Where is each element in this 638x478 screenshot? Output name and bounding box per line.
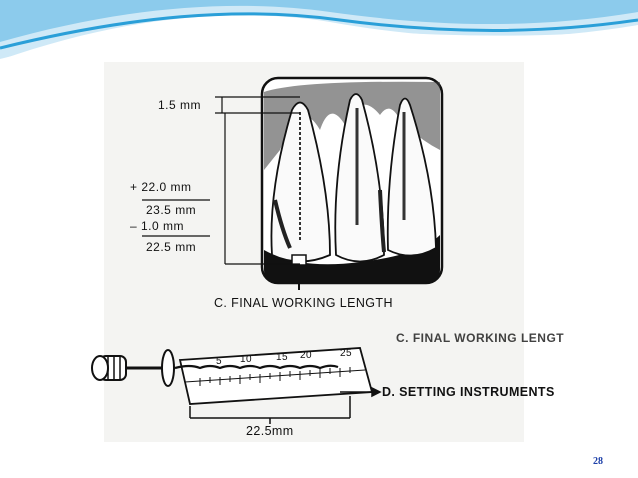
setting-instrument [91,347,382,424]
ruler-tick-10: 10 [240,354,253,365]
measurement-4: – 1.0 mm [130,219,185,233]
measurement-1: 1.5 mm [158,98,202,112]
ruler-tick-15: 15 [276,352,289,363]
measurement-5: 22.5 mm [146,240,197,254]
length-label: 22.5mm [246,424,294,438]
ghost-caption: C. FINAL WORKING LENGT [396,331,565,345]
measurement-bracket [142,96,300,265]
slide-number: 28 [593,456,603,467]
measurement-2: + 22.0 mm [130,180,192,194]
measurement-3: 23.5 mm [146,203,197,217]
caption-setting-instruments: D. SETTING INSTRUMENTS [382,385,555,399]
tooth-radiograph [260,76,444,290]
ruler-tick-25: 25 [340,348,353,359]
caption-final-working-length: C. FINAL WORKING LENGTH [214,296,393,310]
ruler-tick-5: 5 [216,356,223,367]
header-wave [0,0,638,61]
ruler-tick-20: 20 [300,350,313,361]
